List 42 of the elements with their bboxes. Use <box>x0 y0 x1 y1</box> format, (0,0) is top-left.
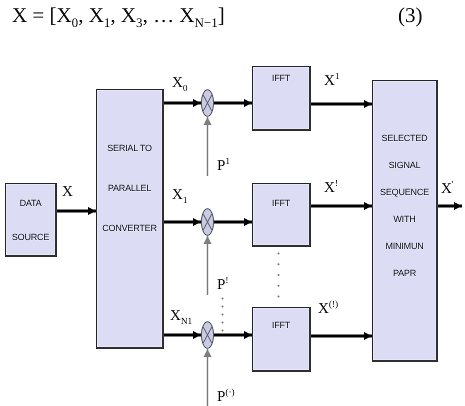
edge-label: X$^{1}$ <box>324 72 340 90</box>
edge-label: X <box>62 183 73 201</box>
block-label: IFFT <box>272 319 290 332</box>
process-block <box>252 66 311 131</box>
edge-label: X$^{!}$ <box>324 179 338 197</box>
arrow <box>311 202 372 210</box>
multiplier-symbol <box>201 321 214 349</box>
process-block <box>5 183 57 257</box>
arrow <box>204 117 212 176</box>
arrow <box>164 331 201 339</box>
block-label: SERIAL TO PARALLEL CONVERTER <box>101 142 158 235</box>
arrow <box>214 99 252 107</box>
edge-label: X$^{'}$ <box>441 180 454 198</box>
edge-label: X$_{N1}$ <box>170 307 192 325</box>
edge-label: X$_{0}$ <box>172 74 188 92</box>
block-label: IFFT <box>272 197 290 210</box>
block-label: SELECTED SIGNAL SEQUENCE WITH MINIMUN PAPR <box>379 132 430 280</box>
arrow <box>164 218 201 226</box>
arrow <box>57 207 96 215</box>
arrow <box>311 332 372 340</box>
edge-label: X$^{(!)}$ <box>318 300 338 318</box>
multiplier-symbol <box>201 208 214 236</box>
phase-factor-label: P$^{1}$ <box>217 157 230 175</box>
block-label: IFFT <box>272 72 290 85</box>
phase-factor-label: P$^{(·)}$ <box>217 388 235 406</box>
arrow <box>204 236 212 295</box>
arrow <box>311 100 372 108</box>
process-block <box>252 183 311 247</box>
phase-factor-label: P$^{!}$ <box>217 276 228 294</box>
process-block <box>96 89 164 349</box>
process-block <box>372 80 438 362</box>
equation-number: (3) <box>398 2 422 28</box>
arrow <box>164 99 201 107</box>
edge-label: X$_{1}$ <box>172 186 188 204</box>
arrow <box>438 202 462 210</box>
process-block <box>252 307 311 372</box>
arrow <box>214 331 252 339</box>
arrow <box>204 349 212 406</box>
block-label: DATA SOURCE <box>10 196 50 244</box>
multiplier-symbol <box>201 89 214 117</box>
equation-text: X = [X$_{0}$, X$_{1}$, X$_{3}$, … X$_{N−1}$] <box>12 2 225 28</box>
arrow <box>214 218 252 226</box>
